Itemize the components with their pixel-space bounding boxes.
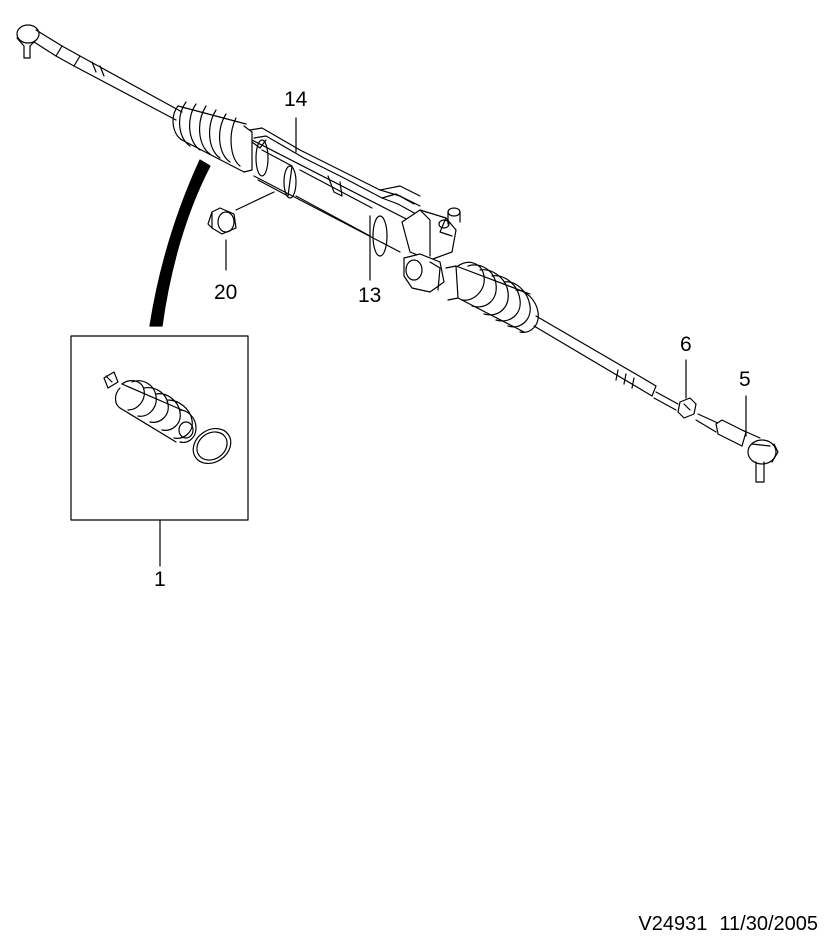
leader-lines: [159, 117, 747, 567]
boot-kit-detail: [103, 371, 232, 465]
hydraulic-lines: [249, 127, 421, 215]
callout-1: 1: [154, 568, 166, 591]
bushing: [207, 207, 237, 235]
drawing-footer: V24931 11/30/2005: [638, 913, 818, 936]
right-tie-rod-end: [695, 413, 779, 483]
rack-housing: [251, 139, 421, 257]
callout-20: 20: [214, 281, 237, 304]
drawing-id: V24931: [638, 913, 708, 935]
callout-5: 5: [739, 368, 751, 391]
right-tie-rod: [533, 315, 657, 397]
detail-pointer: [149, 159, 211, 327]
left-tie-rod-end: [16, 24, 81, 67]
jam-nut: [653, 391, 697, 419]
detail-box: [70, 335, 249, 521]
callout-6: 6: [680, 333, 692, 356]
right-bellows-boot: [445, 261, 539, 333]
left-tie-rod: [73, 55, 183, 121]
drawing-date: 11/30/2005: [719, 913, 818, 935]
callout-13: 13: [358, 284, 381, 307]
left-bellows-boot: [172, 101, 253, 173]
valve-body: [401, 207, 461, 293]
callout-14: 14: [284, 88, 308, 111]
